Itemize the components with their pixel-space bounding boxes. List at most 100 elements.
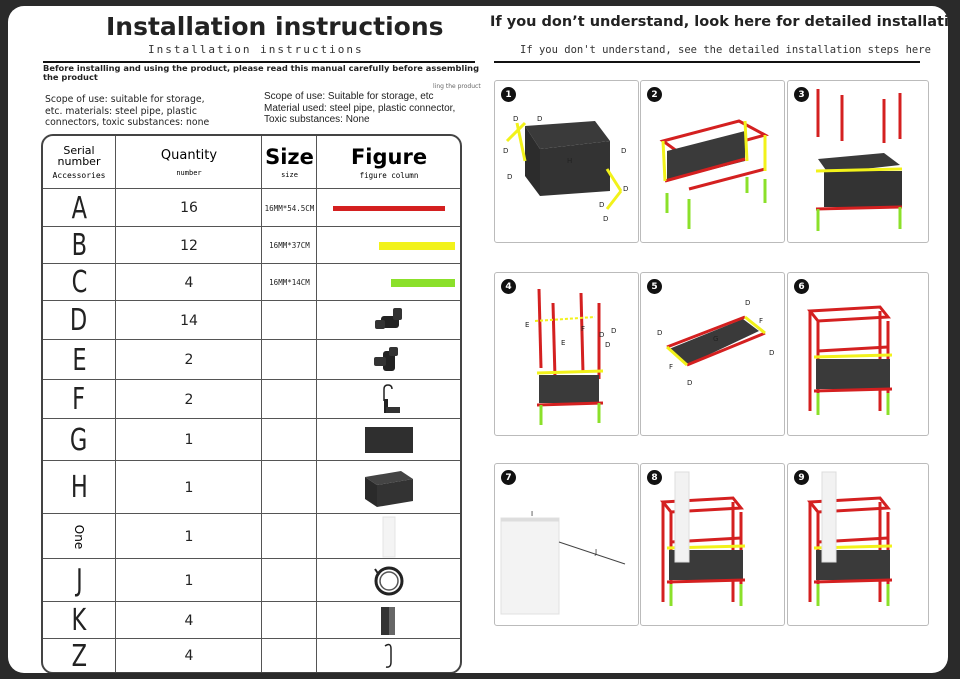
size-cell xyxy=(261,514,317,559)
yellow-pipe-medium-icon xyxy=(379,241,455,250)
quantity-cell: 16 xyxy=(115,189,262,227)
quantity-value: 1 xyxy=(184,479,194,496)
serial-letter: J xyxy=(75,563,83,598)
scope-right: Scope of use: Suitable for storage, etc … xyxy=(264,91,494,126)
quantity-value: 1 xyxy=(184,528,194,545)
right-divider xyxy=(494,61,920,63)
quantity-value: 12 xyxy=(180,237,198,254)
serial-letter: Z xyxy=(71,638,87,673)
size-value: 16MM*54.5CM xyxy=(264,203,315,213)
svg-text:D: D xyxy=(537,115,542,123)
instruction-sheet: Installation instructions Installation i… xyxy=(8,6,948,673)
svg-text:D: D xyxy=(599,331,604,339)
figure-cell xyxy=(316,301,460,340)
quantity-cell: 12 xyxy=(115,227,262,264)
svg-text:G: G xyxy=(713,335,718,343)
size-cell xyxy=(261,380,317,419)
size-value: 16MM*37CM xyxy=(269,241,310,250)
figure-cell xyxy=(316,340,460,380)
serial-letter: A xyxy=(71,190,87,226)
header-quantity: Quantity number xyxy=(115,136,262,188)
parts-table: Serial number Accessories Quantity numbe… xyxy=(41,134,462,673)
header-figure: Figure figure column xyxy=(316,136,460,188)
header-quantity-sub: number xyxy=(176,168,202,177)
quantity-cell: 2 xyxy=(115,380,262,419)
quantity-cell: 2 xyxy=(115,340,262,380)
serial-letter: One xyxy=(72,524,86,549)
shelf-board-icon xyxy=(363,425,415,455)
header-size: Size size xyxy=(261,136,317,188)
scope-left-line: Scope of use: suitable for storage, xyxy=(45,94,205,105)
red-pipe-long-icon xyxy=(333,205,445,211)
figure-cell xyxy=(316,514,460,559)
size-cell: 16MM*54.5CM xyxy=(261,189,317,227)
svg-text:D: D xyxy=(503,147,508,155)
quantity-value: 4 xyxy=(184,648,194,664)
step-illustration xyxy=(815,89,903,231)
svg-text:D: D xyxy=(623,185,628,193)
scope-left-line: connectors, toxic substances: none xyxy=(45,117,210,128)
quantity-value: 4 xyxy=(184,274,194,291)
size-cell: 16MM*37CM xyxy=(261,227,317,264)
size-cell xyxy=(261,461,317,514)
cable-coil-icon xyxy=(371,563,407,599)
svg-text:H: H xyxy=(567,157,572,165)
serial-cell: E xyxy=(43,340,115,380)
quantity-cell: 1 xyxy=(115,461,262,514)
four-way-connector-icon xyxy=(369,345,409,375)
step-panel: 2 xyxy=(640,80,785,243)
figure-cell xyxy=(316,189,460,227)
header-figure-label: Figure xyxy=(350,144,428,169)
svg-text:D: D xyxy=(657,329,662,337)
quantity-cell: 4 xyxy=(115,264,262,301)
quantity-cell: 4 xyxy=(115,602,262,639)
serial-letter: B xyxy=(71,228,87,263)
svg-text:D: D xyxy=(507,173,512,181)
size-cell xyxy=(261,559,317,602)
table-row: A 16 16MM*54.5CM xyxy=(43,188,460,227)
left-title: Installation instructions xyxy=(106,12,444,41)
step-number-badge: 5 xyxy=(647,279,662,294)
size-cell xyxy=(261,639,317,672)
step-number-badge: 3 xyxy=(794,87,809,102)
right-title: If you don’t understand, look here for d… xyxy=(490,14,948,30)
step-number-badge: 7 xyxy=(501,470,516,485)
three-way-connector-icon xyxy=(369,306,409,336)
step-illustration xyxy=(659,119,770,229)
figure-cell xyxy=(316,264,460,301)
svg-text:I: I xyxy=(531,510,533,518)
table-row: One 1 xyxy=(43,513,460,559)
step-panel: 9 xyxy=(787,463,929,626)
step-illustration xyxy=(807,305,893,415)
step-illustration xyxy=(807,471,893,606)
serial-cell: J xyxy=(43,559,115,602)
step-panel: 3 xyxy=(787,80,929,243)
svg-text:F: F xyxy=(581,325,585,333)
step-number-badge: 2 xyxy=(647,87,662,102)
serial-cell: Z xyxy=(43,639,115,673)
svg-text:D: D xyxy=(599,201,604,209)
svg-text:D: D xyxy=(605,341,610,349)
quantity-cell: 1 xyxy=(115,514,262,559)
serial-letter: G xyxy=(70,422,88,458)
quantity-value: 16 xyxy=(180,200,198,216)
left-subtitle: Installation instructions xyxy=(148,43,364,56)
scope-right-line: Scope of use: Suitable for storage, etc xyxy=(264,91,434,102)
svg-text:E: E xyxy=(561,339,565,347)
step-number-badge: 4 xyxy=(501,279,516,294)
foot-cap-icon xyxy=(377,605,401,637)
serial-cell: G xyxy=(43,419,115,461)
curtain-icon xyxy=(379,516,399,558)
header-serial: Serial number Accessories xyxy=(43,136,115,188)
size-cell xyxy=(261,301,317,340)
